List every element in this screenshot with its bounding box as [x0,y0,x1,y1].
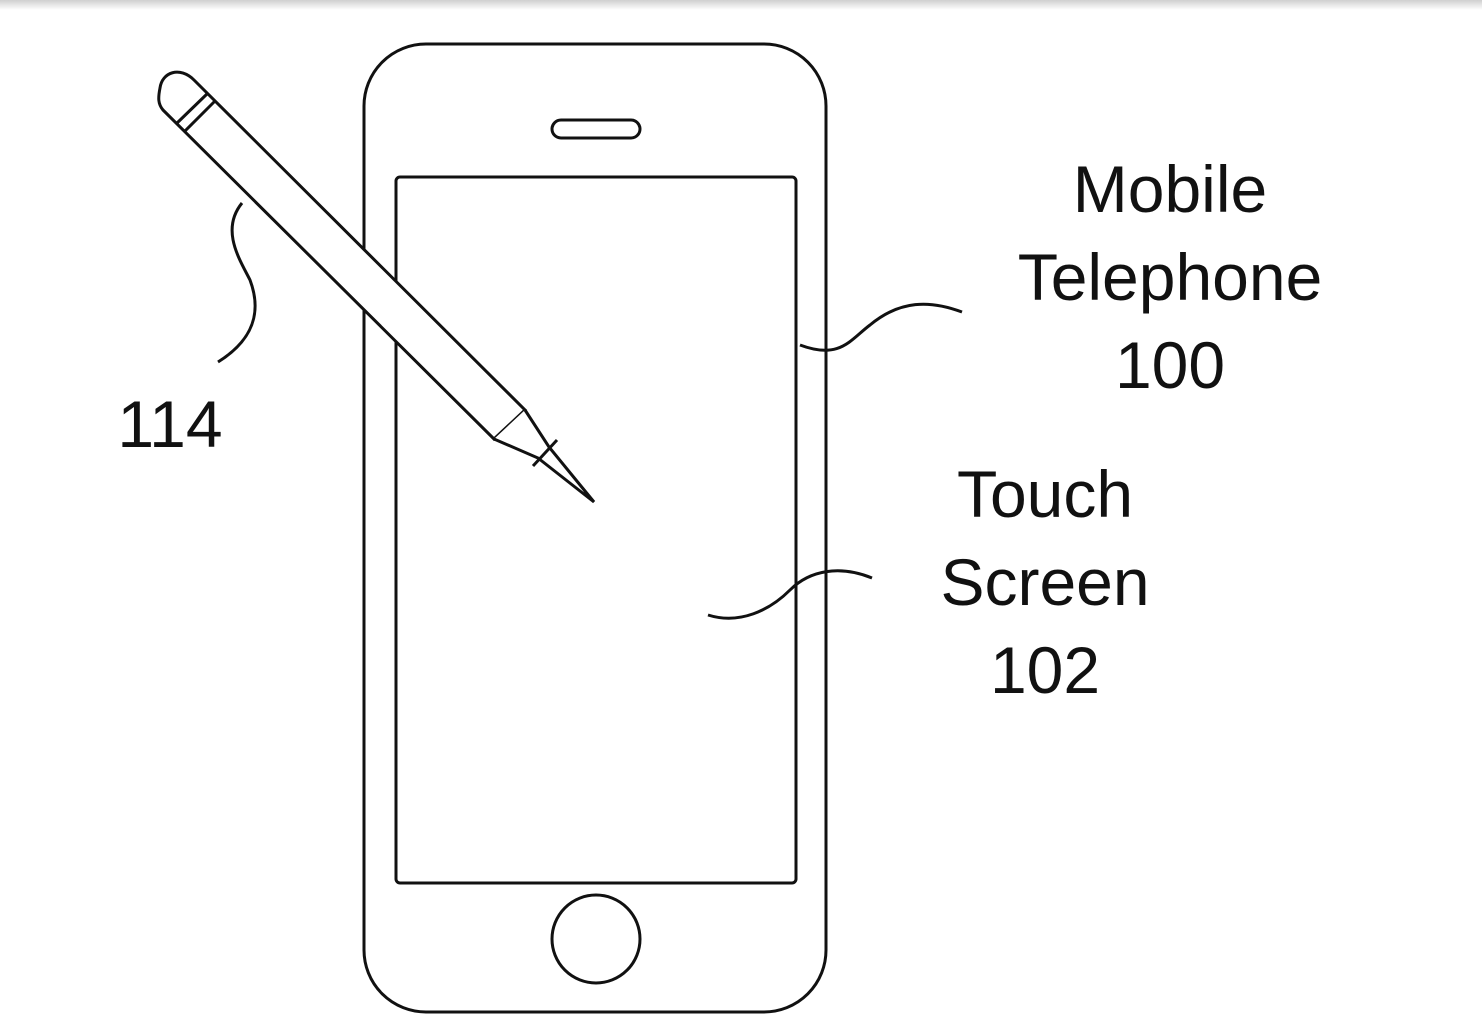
home-button [550,893,642,985]
mobile-ref: 100 [1114,328,1226,402]
leader-102 [707,569,873,620]
speaker-slot [550,118,642,140]
label-touch-screen: Touch Screen 102 [890,450,1200,714]
leader-100 [799,302,963,352]
touch-line1: Touch [956,457,1134,531]
label-stylus: 114 [117,387,223,461]
leader-114 [217,202,257,364]
mobile-line2: Telephone [1017,240,1323,314]
stylus [157,70,596,504]
label-mobile-telephone: Mobile Telephone 100 [990,145,1350,409]
phone-body [362,42,828,1014]
mobile-line1: Mobile [1072,152,1268,226]
touch-screen [394,175,798,885]
window-top-edge [0,0,1482,10]
touch-line2: Screen [940,545,1150,619]
touch-ref: 102 [989,633,1101,707]
